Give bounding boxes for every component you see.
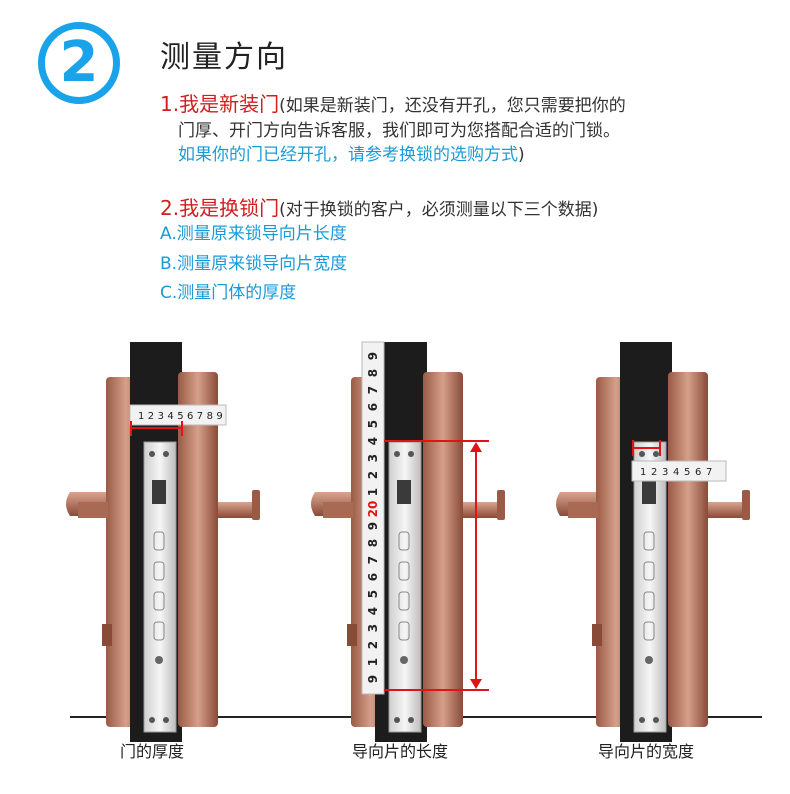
section1-heading: 1.我是新装门	[160, 92, 280, 116]
ruler-mark: 4	[366, 607, 380, 615]
ruler-mark: 9	[366, 675, 380, 683]
ruler-mark: 2	[148, 411, 154, 422]
ruler-mark: 2	[366, 471, 380, 479]
ruler-mark: 4	[673, 467, 679, 478]
section1-text2: 门厚、开门方向告诉客服，我们即可为您搭配合适的门锁。	[178, 121, 620, 141]
caption-door-thickness: 门的厚度	[120, 742, 185, 761]
ruler-mark: 6	[187, 411, 193, 422]
page-title: 测量方向	[160, 40, 288, 75]
step-c: C.测量门体的厚度	[160, 283, 297, 303]
ruler-mark: 4	[366, 437, 380, 445]
step-b: B.测量原来锁导向片宽度	[160, 254, 348, 274]
ruler-mark: 3	[662, 467, 668, 478]
ruler-mark: 6	[695, 467, 701, 478]
ruler-mark: 8	[366, 369, 380, 377]
ruler-mark: 1	[138, 411, 144, 422]
section2-heading: 2.我是换锁门	[160, 196, 280, 220]
section1-line3: 如果你的门已经开孔，请参考换锁的选购方式)	[178, 140, 525, 165]
ruler-mark: 9	[366, 352, 380, 360]
ruler-mark: 5	[366, 420, 380, 428]
ruler-mark: 1	[366, 658, 380, 666]
ruler-door-thickness	[129, 404, 227, 426]
ruler-mark: 3	[366, 454, 380, 462]
ruler-mark: 5	[177, 411, 183, 422]
ruler-mark: 2	[366, 641, 380, 649]
section1-close: )	[518, 145, 525, 165]
ruler-mark: 7	[366, 556, 380, 564]
section1-link: 如果你的门已经开孔，请参考换锁的选购方式	[178, 145, 518, 165]
step-a: A.测量原来锁导向片长度	[160, 224, 347, 244]
ruler-mark: 1	[366, 488, 380, 496]
ruler-mark: 7	[706, 467, 712, 478]
ruler-mark: 7	[366, 386, 380, 394]
ruler-mark: 1	[640, 467, 646, 478]
ruler-mark: 5	[684, 467, 690, 478]
section2-line1: 2.我是换锁门(对于换锁的客户，必须测量以下三个数据)	[160, 192, 598, 221]
ruler-mark: 4	[167, 411, 173, 422]
ruler-mark: 8	[207, 411, 213, 422]
ruler-mark: 20	[366, 501, 380, 518]
ruler-mark: 6	[366, 403, 380, 411]
caption-guide-width: 导向片的宽度	[598, 742, 695, 761]
ruler-mark: 3	[366, 624, 380, 632]
caption-guide-length: 导向片的长度	[352, 742, 449, 761]
ruler-guide-width	[631, 460, 727, 482]
section1-text1: (如果是新装门，还没有开孔，您只需要把你的	[279, 96, 626, 116]
section2-text: (对于换锁的客户，必须测量以下三个数据)	[279, 200, 599, 220]
ruler-mark: 7	[197, 411, 203, 422]
step-number-badge: 2	[38, 22, 120, 104]
ruler-mark: 3	[158, 411, 164, 422]
section1-line1: 1.我是新装门(如果是新装门，还没有开孔，您只需要把你的	[160, 88, 626, 117]
ruler-guide-length	[361, 341, 385, 695]
ruler-mark: 5	[366, 590, 380, 598]
ruler-mark: 8	[366, 539, 380, 547]
ruler-mark: 6	[366, 573, 380, 581]
ruler-mark: 9	[366, 522, 380, 530]
ruler-mark: 2	[651, 467, 657, 478]
ruler-mark: 9	[216, 411, 222, 422]
